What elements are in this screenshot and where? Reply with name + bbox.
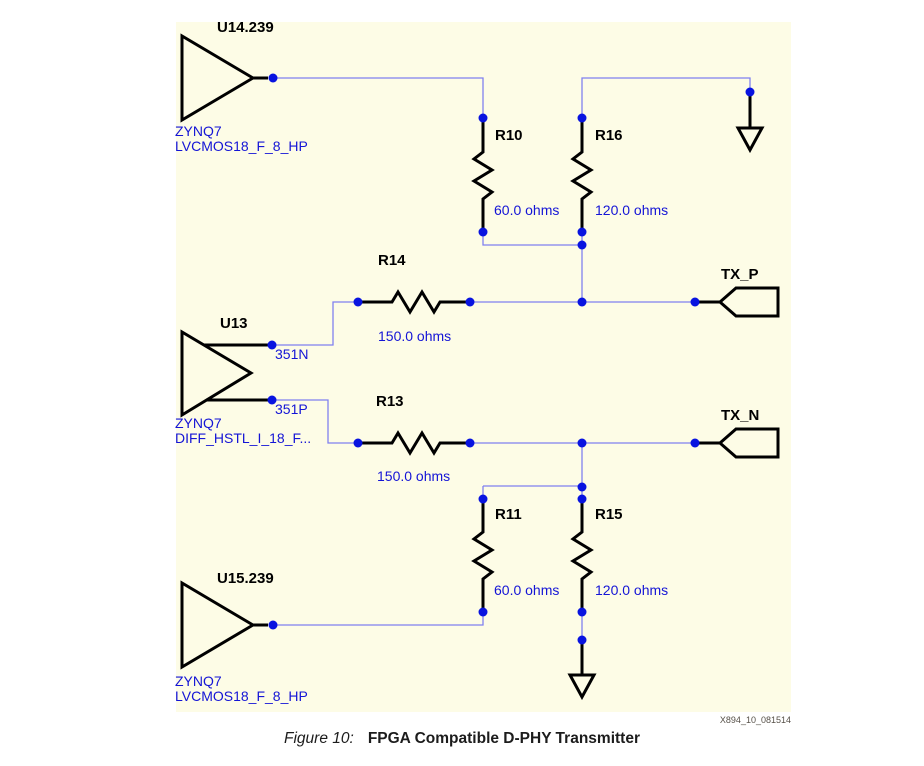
resistor-r15 — [570, 500, 594, 612]
port-tx-n — [695, 427, 780, 459]
wire-r10-r16-join — [482, 232, 582, 246]
txp-port-label: TX_P — [721, 266, 759, 283]
r16-value-label: 120.0 ohms — [595, 202, 669, 218]
wire-u14-to-r10 — [273, 77, 484, 118]
r14-refdes-label: R14 — [378, 252, 406, 269]
ground-triangle — [567, 673, 597, 701]
resistor-r10 — [471, 120, 495, 232]
buffer-triangle-icon — [180, 580, 256, 670]
buffer-u15 — [180, 580, 268, 670]
port-pentagon-icon — [717, 286, 780, 318]
resistor-r14 — [358, 289, 470, 315]
r10-value-label: 60.0 ohms — [494, 202, 560, 218]
figure-title: FPGA Compatible D-PHY Transmitter — [367, 730, 640, 747]
buffer-triangle-icon — [180, 33, 256, 123]
r14-value-label: 150.0 ohms — [378, 328, 452, 344]
u15-device-label: ZYNQ7 — [175, 673, 222, 689]
port-tx-p — [695, 286, 780, 318]
u13-refdes-label: U13 — [220, 315, 248, 332]
resistor-r16 — [570, 120, 594, 232]
diff-buffer-triangle-icon — [180, 329, 254, 418]
port-pentagon-icon — [717, 427, 780, 459]
u14-iostandard-label: LVCMOS18_F_8_HP — [175, 138, 308, 154]
ground-top-icon — [735, 92, 765, 154]
resistor-r11 — [471, 500, 495, 612]
r13-value-label: 150.0 ohms — [377, 468, 451, 484]
wire-351n-to-r14 — [272, 301, 358, 346]
buffer-u14 — [180, 33, 268, 123]
image-id-watermark: X894_10_081514 — [719, 715, 791, 725]
u15-iostandard-label: LVCMOS18_F_8_HP — [175, 688, 308, 704]
wire-net — [272, 77, 751, 640]
r11-value-label: 60.0 ohms — [494, 582, 560, 598]
junction-dots — [267, 73, 755, 645]
u13-pin-n-label: 351N — [275, 346, 309, 362]
u13-device-label: ZYNQ7 — [175, 415, 222, 431]
r13-refdes-label: R13 — [376, 393, 404, 410]
ground-triangle — [735, 126, 765, 154]
u13-iostandard-label: DIFF_HSTL_I_18_F... — [175, 430, 312, 446]
u14-refdes-label: U14.239 — [217, 19, 274, 36]
r15-value-label: 120.0 ohms — [595, 582, 669, 598]
resistor-r13 — [358, 430, 470, 456]
wire-r16-to-gnd — [581, 77, 751, 118]
r16-refdes-label: R16 — [595, 127, 623, 144]
wire-u15-to-r11 — [273, 612, 484, 626]
buffer-u13 — [180, 329, 272, 418]
txn-port-label: TX_N — [721, 407, 760, 424]
ground-bottom-icon — [567, 640, 597, 701]
r11-refdes-label: R11 — [495, 506, 522, 523]
r10-refdes-label: R10 — [495, 127, 523, 144]
wire-351p-to-r13 — [272, 399, 358, 444]
figure-caption: Figure 10: FPGA Compatible D-PHY Transmit… — [0, 730, 924, 748]
u13-pin-p-label: 351P — [275, 401, 308, 417]
r15-refdes-label: R15 — [595, 506, 623, 523]
figure-number-label: Figure 10: — [284, 730, 354, 747]
u14-device-label: ZYNQ7 — [175, 123, 222, 139]
u15-refdes-label: U15.239 — [217, 570, 274, 587]
